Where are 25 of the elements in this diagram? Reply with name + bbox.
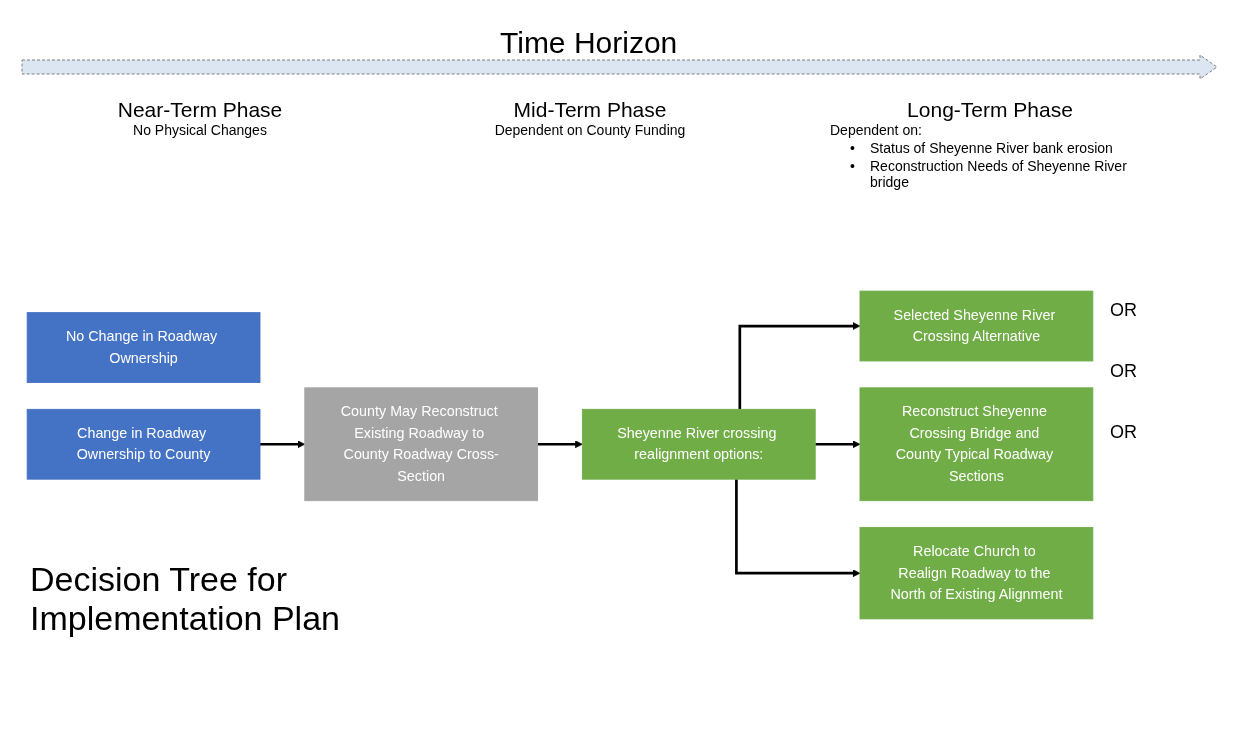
axis-title: Time Horizon [500, 26, 678, 60]
node-box: Selected Sheyenne River Crossing Alternative [859, 290, 1094, 362]
or-label: OR [1110, 361, 1138, 382]
bullet-marker: • [850, 158, 856, 176]
phase-heading: Long-Term Phase [906, 98, 1074, 122]
node-box: No Change in Roadway Ownership [26, 312, 261, 383]
node-box: Reconstruct Sheyenne Crossing Bridge and County Typical Roadway Sections [859, 387, 1094, 502]
bullet-text: Status of Sheyenne River bank erosion [870, 140, 1113, 156]
or-label: OR [1110, 300, 1138, 321]
phase-heading: Near-Term Phase [116, 98, 284, 122]
phase-heading: Mid-Term Phase [512, 98, 668, 122]
arrow [735, 479, 861, 578]
phase-note: No Physical Changes [132, 122, 268, 138]
node-box: Change in Roadway Ownership to County [26, 408, 261, 480]
node-box: Relocate Church to Realign Roadway to the North of Existing Alignment [859, 527, 1094, 620]
node-box: County May Reconstruct Existing Roadway to County Roadway Cross-Section [304, 387, 539, 502]
bullet-text: Reconstruction Needs of Sheyenne River bridge [870, 158, 1128, 190]
phase-note: Dependent on County Funding [493, 122, 687, 138]
arrow [738, 322, 861, 410]
phase-note: Dependent on: [829, 122, 923, 138]
node-box: Sheyenne River crossing realignment options: [581, 408, 816, 480]
diagram-title: Decision Tree for Implementation Plan [30, 560, 341, 638]
arrow [536, 440, 583, 449]
bullet-marker: • [850, 140, 856, 156]
or-label: OR [1110, 422, 1138, 443]
